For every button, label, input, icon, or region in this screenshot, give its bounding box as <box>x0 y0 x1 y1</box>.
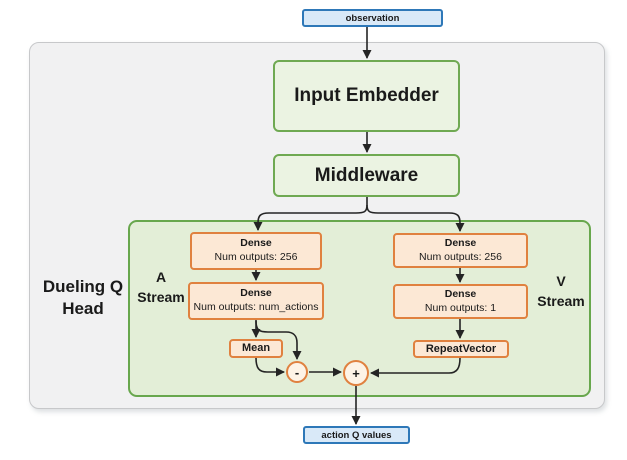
dense-v2-detail: Num outputs: 1 <box>424 301 497 314</box>
dense-a2-title: Dense <box>240 287 272 300</box>
input-embedder-node: Input Embedder <box>273 60 460 132</box>
dense-v2-title: Dense <box>444 287 477 300</box>
a-stream-label: A Stream <box>137 269 185 306</box>
dense-a1-title: Dense <box>240 237 272 250</box>
plus-operator: + <box>343 360 369 386</box>
action-q-values-node: action Q values <box>303 426 410 444</box>
observation-node: observation <box>302 9 443 27</box>
dense-v1-detail: Num outputs: 256 <box>419 250 502 263</box>
dense-node-a1: Dense Num outputs: 256 <box>190 232 322 270</box>
middleware-node: Middleware <box>273 154 460 197</box>
dense-node-v2: Dense Num outputs: 1 <box>393 284 528 319</box>
dense-v1-title: Dense <box>444 236 477 249</box>
mean-node: Mean <box>229 339 283 358</box>
repeat-vector-node: RepeatVector <box>413 340 509 358</box>
dense-node-a2: Dense Num outputs: num_actions <box>188 282 324 320</box>
dense-a1-detail: Num outputs: 256 <box>214 251 298 263</box>
v-stream-label: V Stream <box>537 273 585 310</box>
dense-a2-detail: Num outputs: num_actions <box>193 301 319 313</box>
minus-operator: - <box>286 361 308 383</box>
dueling-head-label: Dueling Q Head <box>42 277 124 319</box>
dense-node-v1: Dense Num outputs: 256 <box>393 233 528 268</box>
